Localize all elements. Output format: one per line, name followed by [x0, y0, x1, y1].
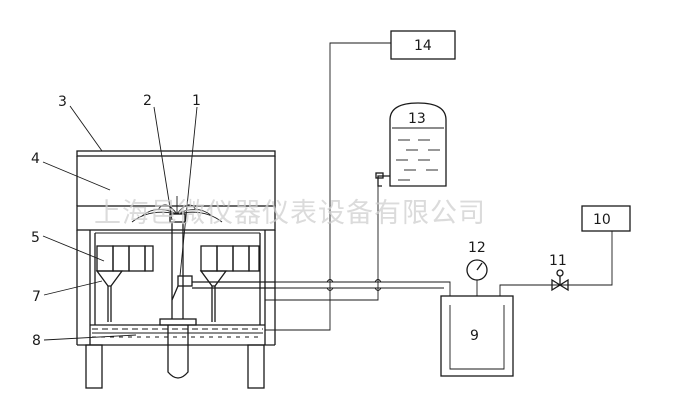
main-chamber	[76, 150, 276, 389]
label-13: 13	[408, 111, 426, 127]
box-10	[581, 205, 631, 232]
piping	[265, 42, 613, 331]
label-11: 11	[549, 253, 567, 269]
specimen-rack-5	[96, 245, 260, 272]
label-10: 10	[593, 212, 611, 228]
label-4: 4	[31, 151, 40, 167]
spray-pattern	[131, 196, 223, 223]
label-8: 8	[32, 333, 41, 349]
label-12: 12	[468, 240, 486, 256]
reservoir-13	[375, 102, 447, 187]
label-3: 3	[58, 94, 67, 110]
label-7: 7	[32, 289, 41, 305]
valve-11	[551, 269, 569, 292]
leg-left	[85, 344, 103, 389]
callout-labels: 2 1 3 4 5 7 8 9 10 11 12 13 14	[31, 38, 611, 349]
tank-9	[440, 295, 514, 377]
label-9: 9	[470, 328, 479, 344]
sump	[167, 325, 189, 379]
pressure-gauge-12	[466, 259, 488, 281]
tap	[377, 175, 390, 187]
funnel-7	[95, 270, 228, 322]
water-bath-8	[90, 324, 265, 338]
leg-right	[247, 344, 265, 389]
label-5: 5	[31, 230, 40, 246]
box-14	[390, 30, 456, 60]
upper-housing-4	[76, 205, 276, 231]
label-1: 1	[192, 93, 201, 109]
label-2: 2	[143, 93, 152, 109]
leader-lines	[42, 105, 198, 341]
label-14: 14	[414, 38, 432, 54]
watermark: 上海邑微仪器仪表设备有限公司	[94, 198, 486, 229]
lid-3	[76, 150, 276, 157]
connector-1	[177, 275, 193, 287]
